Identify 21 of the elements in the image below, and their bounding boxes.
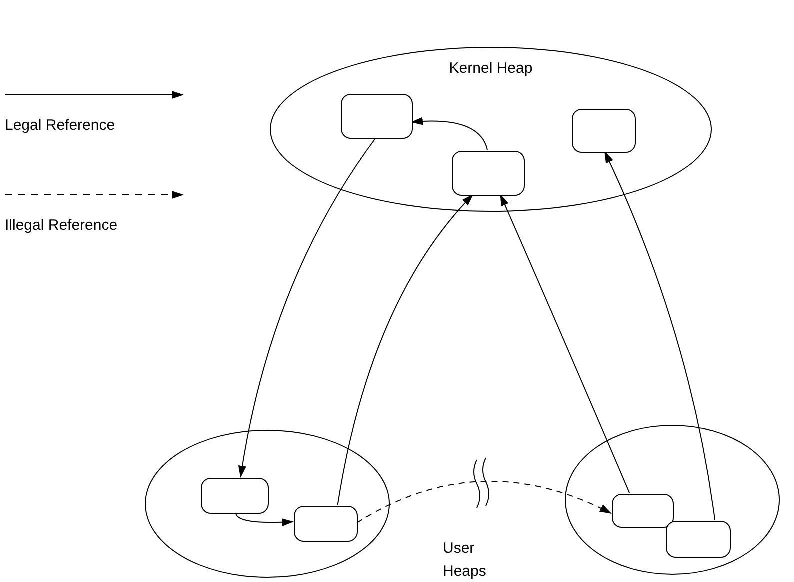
heap-title: Kernel Heap [448, 60, 534, 77]
heap-ellipse [145, 430, 390, 578]
reference-arrow [604, 151, 716, 520]
object-box [294, 506, 358, 542]
heap-ellipse [270, 47, 712, 212]
object-box [341, 94, 413, 139]
heap-ellipse [565, 425, 780, 575]
legend-text: Legal Reference [5, 117, 116, 134]
object-box [201, 478, 269, 514]
legend-text: Illegal Reference [5, 217, 118, 234]
reference-arrow [337, 194, 474, 506]
reference-arrow [356, 481, 612, 524]
reference-arrow [411, 118, 488, 150]
reference-arrow [236, 512, 294, 526]
object-box [612, 494, 674, 528]
reference-arrow [238, 138, 376, 478]
object-box [666, 521, 731, 558]
object-box [452, 151, 525, 196]
group-label: User Heaps [443, 539, 488, 582]
object-box [572, 109, 636, 153]
reference-arrow [500, 194, 630, 494]
